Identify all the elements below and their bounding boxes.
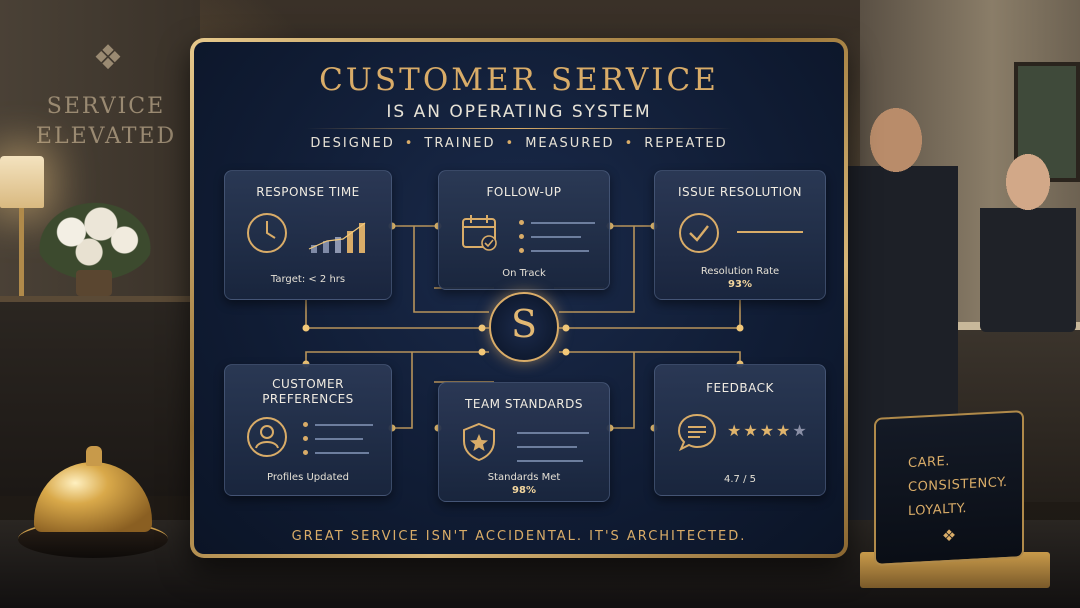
connector-node	[478, 324, 486, 332]
tagline-word: REPEATED	[644, 136, 728, 151]
connector-node	[302, 324, 310, 332]
bar-chart-icon	[308, 222, 366, 253]
card-response-time[interactable]: RESPONSE TIME Target: < 2 hrs	[224, 170, 392, 300]
standards-line	[517, 427, 597, 439]
flower-arrangement	[36, 200, 154, 280]
profile-line	[303, 419, 383, 431]
card-footer: Profiles Updated	[266, 472, 350, 483]
clock-icon	[247, 213, 287, 253]
receptionist-woman	[980, 152, 1076, 332]
tagline-separator: •	[624, 136, 635, 151]
service-bell-knob	[86, 446, 102, 466]
connector-line	[559, 351, 741, 364]
card-footer-label: Standards Met	[487, 472, 561, 483]
star-icon: ★	[743, 421, 760, 440]
star-partial-icon: ★	[792, 421, 809, 440]
vase	[76, 270, 112, 296]
connector-node	[562, 348, 570, 356]
profile-lines	[303, 419, 383, 461]
card-title: RESPONSE TIME	[256, 185, 360, 199]
lamp-pole	[19, 208, 24, 296]
card-title: CUSTOMER PREFERENCES	[262, 377, 354, 406]
board-panel: CUSTOMER SERVICE IS AN OPERATING SYSTEM …	[194, 42, 844, 554]
connector-line	[610, 352, 635, 429]
connector-node	[478, 348, 486, 356]
card-customer-preferences[interactable]: CUSTOMER PREFERENCES Profiles Updated	[224, 364, 392, 496]
connector-node	[562, 324, 570, 332]
service-system-board: CUSTOMER SERVICE IS AN OPERATING SYSTEM …	[190, 38, 848, 558]
resolution-bar	[737, 231, 803, 233]
user-icon	[247, 417, 287, 457]
center-emblem: S	[489, 292, 559, 362]
tagline-separator: •	[505, 136, 516, 151]
wall-sign: SERVICE ELEVATED	[26, 92, 186, 152]
title-divider	[306, 128, 732, 129]
card-footer: 4.7 / 5	[724, 474, 756, 485]
wall-sign-line: ELEVATED	[35, 124, 177, 149]
sign-emblem-icon: ❖	[941, 525, 957, 546]
standards-lines	[517, 427, 597, 469]
card-footer-label: Resolution Rate	[700, 266, 780, 277]
standards-line	[517, 455, 597, 467]
profile-line	[303, 447, 383, 459]
board-footer: GREAT SERVICE ISN'T ACCIDENTAL. IT'S ARC…	[291, 529, 747, 544]
card-footer: Standards Met 98%	[439, 471, 609, 497]
board-subtitle: IS AN OPERATING SYSTEM	[386, 102, 652, 122]
connector-line	[305, 300, 489, 329]
card-issue-resolution[interactable]: ISSUE RESOLUTION Resolution Rate 93%	[654, 170, 826, 300]
star-icon: ★	[727, 421, 744, 440]
status-line	[519, 245, 595, 257]
table-sign-line: CONSISTENCY.	[908, 474, 1008, 496]
connector-line	[392, 352, 413, 429]
resolution-rate-value: 93%	[728, 279, 752, 290]
card-title: FOLLOW-UP	[486, 185, 562, 199]
card-follow-up[interactable]: FOLLOW-UP On Track	[438, 170, 610, 290]
connector-line	[559, 226, 635, 313]
card-footer: Resolution Rate 93%	[655, 265, 825, 291]
connector-line	[559, 300, 741, 329]
status-line	[519, 217, 595, 229]
connector-node	[736, 324, 744, 332]
tagline-word: MEASURED	[525, 136, 615, 151]
board-title: CUSTOMER SERVICE	[319, 62, 719, 98]
shield-star-icon	[463, 422, 495, 462]
card-team-standards[interactable]: TEAM STANDARDS Standards Met 98%	[438, 382, 610, 502]
standards-line	[517, 441, 597, 453]
card-feedback[interactable]: FEEDBACK ★★★★★ 4.7 / 5	[654, 364, 826, 496]
status-line	[519, 231, 595, 243]
wall-sign-line: SERVICE	[46, 94, 166, 119]
wall-emblem-icon: ❖	[92, 38, 124, 78]
rating-stars: ★★★★★	[727, 421, 809, 440]
connector-line	[413, 226, 489, 313]
table-sign: CARE. CONSISTENCY. LOYALTY. ❖	[874, 410, 1024, 566]
tagline-word: DESIGNED	[310, 136, 395, 151]
card-title: TEAM STANDARDS	[465, 397, 583, 411]
profile-line	[303, 433, 383, 445]
connector-line	[305, 351, 489, 364]
tagline-word: TRAINED	[424, 136, 496, 151]
star-icon: ★	[776, 421, 793, 440]
chat-icon	[677, 413, 717, 452]
card-footer: Target: < 2 hrs	[270, 274, 346, 285]
calendar-check-icon	[462, 215, 497, 251]
lamp-icon	[0, 156, 44, 208]
star-icon: ★	[759, 421, 777, 440]
board-tagline: DESIGNED • TRAINED • MEASURED • REPEATED	[194, 136, 844, 151]
standards-met-value: 98%	[512, 485, 536, 496]
card-title: ISSUE RESOLUTION	[677, 185, 803, 199]
card-title: FEEDBACK	[706, 381, 774, 395]
table-sign-line: CARE.	[908, 453, 950, 472]
tagline-separator: •	[404, 136, 415, 151]
table-sign-line: LOYALTY.	[908, 501, 967, 520]
status-lines	[519, 217, 595, 259]
center-emblem-letter: S	[510, 302, 538, 346]
check-circle-icon	[679, 213, 719, 253]
card-footer: On Track	[502, 268, 546, 279]
